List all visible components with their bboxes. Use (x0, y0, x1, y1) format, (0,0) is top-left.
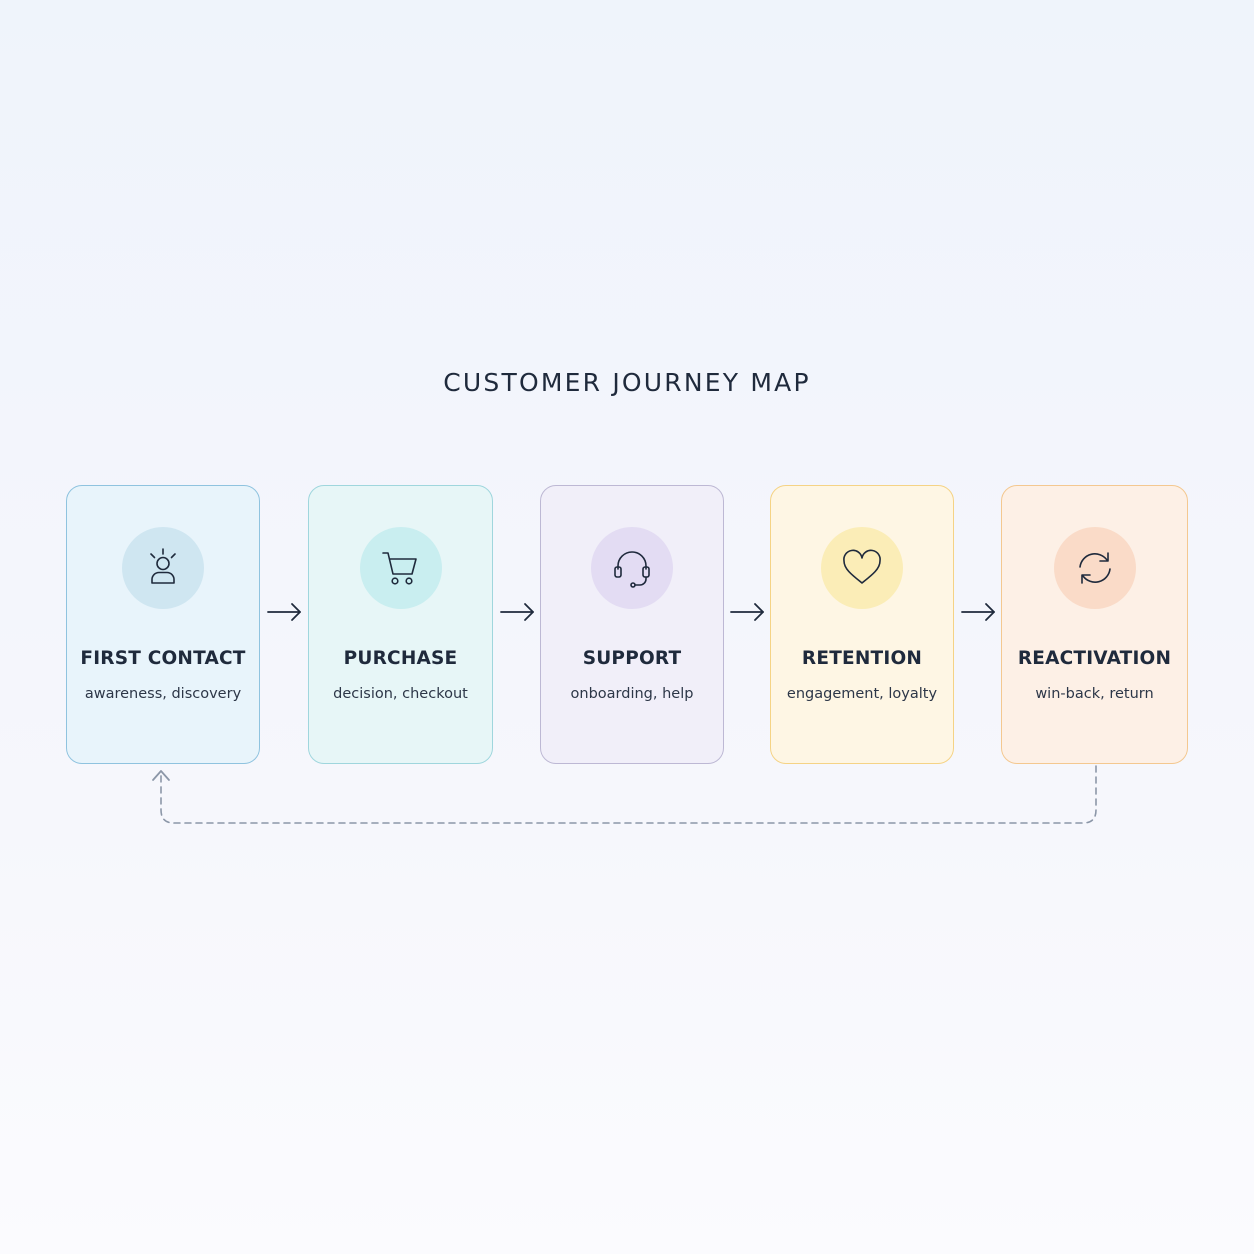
stage-title: FIRST CONTACT (80, 648, 246, 669)
person-spotlight-icon (150, 548, 176, 584)
loop-back-path (160, 765, 1097, 824)
icon-circle (591, 527, 673, 609)
stage-subtitle: win-back, return (1035, 686, 1154, 702)
stage-subtitle: onboarding, help (570, 686, 694, 702)
shopping-cart-icon (381, 552, 417, 585)
stage-card-reactivation[interactable]: REACTIVATION win-back, return (1001, 485, 1188, 764)
icon-circle (122, 527, 204, 609)
arrow-right-icon (267, 603, 301, 621)
stage-title: REACTIVATION (1017, 648, 1172, 669)
stage-card-first-contact[interactable]: FIRST CONTACT awareness, discovery (66, 485, 260, 764)
stage-card-purchase[interactable]: PURCHASE decision, checkout (308, 485, 493, 764)
icon-circle (1053, 527, 1136, 609)
stage-subtitle: engagement, loyalty (786, 686, 938, 702)
icon-circle (359, 527, 442, 609)
stage-title: RETENTION (801, 648, 923, 669)
arrow-right-icon (500, 603, 534, 621)
refresh-icon (1078, 552, 1111, 584)
stage-card-support[interactable]: SUPPORT onboarding, help (540, 485, 724, 764)
headset-icon (614, 551, 650, 588)
stage-title: SUPPORT (582, 648, 682, 669)
stage-subtitle: decision, checkout (333, 686, 468, 702)
arrow-right-icon (730, 603, 764, 621)
heart-icon (843, 549, 881, 584)
icon-circle (821, 527, 903, 609)
stage-card-retention[interactable]: RETENTION engagement, loyalty (770, 485, 954, 764)
arrow-right-icon (961, 603, 995, 621)
stage-title: PURCHASE (343, 648, 458, 669)
stage-subtitle: awareness, discovery (84, 686, 242, 702)
loop-arrowhead-icon (152, 770, 170, 781)
page-title: CUSTOMER JOURNEY MAP (443, 368, 811, 397)
